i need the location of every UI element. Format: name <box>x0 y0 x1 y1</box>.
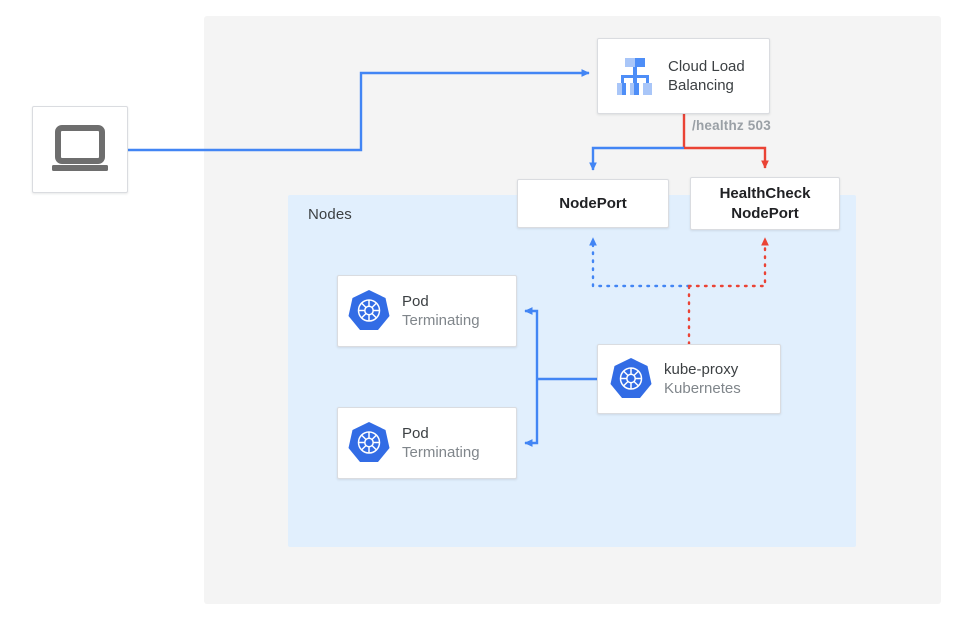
healthcheck-nodeport-labels: HealthCheck NodePort <box>720 184 811 223</box>
pod-2-labels: Pod Terminating <box>402 424 480 462</box>
cloud-load-balancing-card[interactable]: Cloud Load Balancing <box>597 38 770 114</box>
cloud-load-balancing-labels: Cloud Load Balancing <box>668 57 745 95</box>
pod-2-status: Terminating <box>402 444 480 461</box>
kube-proxy-subtitle: Kubernetes <box>664 380 741 397</box>
healthz-edge-label: /healthz 503 <box>692 118 771 133</box>
kubernetes-icon <box>346 420 402 466</box>
kubernetes-icon <box>608 356 664 402</box>
pod-1-status: Terminating <box>402 312 480 329</box>
kube-proxy-title: kube-proxy <box>664 360 739 378</box>
nodeport-card[interactable]: NodePort <box>517 179 669 228</box>
laptop-icon <box>49 124 111 176</box>
healthcheck-nodeport-line2: NodePort <box>731 204 799 222</box>
client-device-card[interactable] <box>32 106 128 193</box>
pod-card-1[interactable]: Pod Terminating <box>337 275 517 347</box>
healthcheck-nodeport-card[interactable]: HealthCheck NodePort <box>690 177 840 230</box>
pod-2-title: Pod <box>402 424 429 442</box>
kube-proxy-labels: kube-proxy Kubernetes <box>664 360 741 398</box>
kube-proxy-card[interactable]: kube-proxy Kubernetes <box>597 344 781 414</box>
pod-1-title: Pod <box>402 292 429 310</box>
cloud-load-balancing-line1: Cloud Load <box>668 57 745 75</box>
cloud-load-balancing-line2: Balancing <box>668 77 734 94</box>
cloud-load-balancing-icon <box>608 50 668 102</box>
healthcheck-nodeport-line1: HealthCheck <box>719 185 811 202</box>
nodeport-label: NodePort <box>559 194 627 212</box>
nodes-region-label: Nodes <box>308 206 352 223</box>
pod-card-2[interactable]: Pod Terminating <box>337 407 517 479</box>
kubernetes-icon <box>346 288 402 334</box>
pod-1-labels: Pod Terminating <box>402 292 480 330</box>
